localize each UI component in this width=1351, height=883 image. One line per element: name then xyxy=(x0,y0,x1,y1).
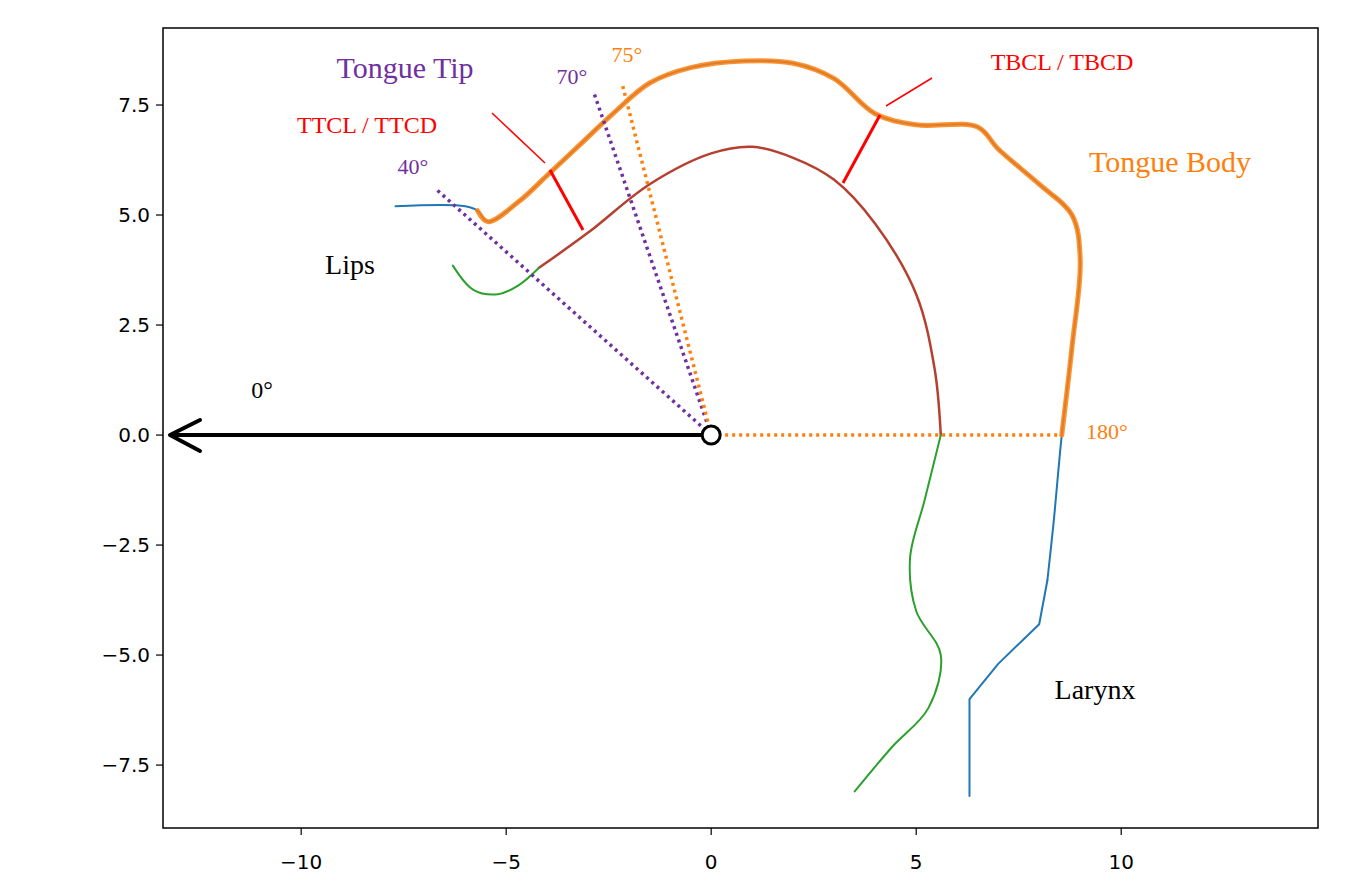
tongue-body-region xyxy=(477,61,1080,435)
axis-tick-label: 5.0 xyxy=(118,205,150,225)
axis-tick-label: 10 xyxy=(1108,852,1133,872)
axis-tick-label: 2.5 xyxy=(118,315,150,335)
angle-line xyxy=(594,93,711,435)
x-tick xyxy=(916,828,917,835)
region-label: Tongue Tip xyxy=(336,53,473,83)
y-tick xyxy=(156,434,163,435)
y-tick xyxy=(156,324,163,325)
lower-lip-line xyxy=(453,266,539,295)
leader-line xyxy=(886,78,932,106)
tract-curves xyxy=(395,61,1080,796)
angle-label: 75° xyxy=(612,44,643,66)
axis-tick-label: 0 xyxy=(705,852,718,872)
axis-tick-label: −10 xyxy=(280,852,322,872)
angle-label: 0° xyxy=(251,378,273,402)
y-tick xyxy=(156,544,163,545)
angle-label: 40° xyxy=(398,156,429,178)
angle-label: 180° xyxy=(1086,421,1128,443)
axis-tick-label: −5 xyxy=(491,852,520,872)
angle-line xyxy=(711,433,1062,437)
y-tick xyxy=(156,104,163,105)
tongue-line xyxy=(539,147,941,435)
front-wall-line xyxy=(855,435,942,791)
annotation-marks xyxy=(170,78,1062,451)
leader-line xyxy=(492,113,545,163)
reference-arrow xyxy=(170,433,702,437)
axis-tick-label: 0.0 xyxy=(118,425,150,445)
measure-label: TBCL / TBCD xyxy=(991,50,1134,74)
part-label: Larynx xyxy=(1055,676,1136,704)
x-tick xyxy=(301,828,302,835)
outer-wall-line xyxy=(395,61,1080,581)
axis-tick-label: −5.0 xyxy=(101,645,150,665)
larynx-line xyxy=(969,580,1047,796)
constriction-line xyxy=(550,170,583,230)
x-tick xyxy=(1121,828,1122,835)
axes xyxy=(156,28,1318,835)
part-label: Lips xyxy=(325,251,375,279)
arrow-head xyxy=(170,420,200,451)
axis-tick-label: −7.5 xyxy=(101,755,150,775)
region-label: Tongue Body xyxy=(1089,147,1251,177)
angle-label: 70° xyxy=(557,66,588,88)
constriction-line xyxy=(843,115,880,183)
axis-tick-label: 5 xyxy=(910,852,923,872)
angle-line xyxy=(622,83,711,435)
axes-frame xyxy=(163,28,1318,828)
y-tick xyxy=(156,764,163,765)
y-tick xyxy=(156,214,163,215)
origin-point xyxy=(702,426,720,444)
x-tick xyxy=(711,828,712,835)
axis-tick-label: −2.5 xyxy=(101,535,150,555)
angle-line xyxy=(437,190,711,435)
y-tick xyxy=(156,654,163,655)
measure-label: TTCL / TTCD xyxy=(297,113,437,137)
x-tick xyxy=(506,828,507,835)
axis-tick-label: 7.5 xyxy=(118,95,150,115)
